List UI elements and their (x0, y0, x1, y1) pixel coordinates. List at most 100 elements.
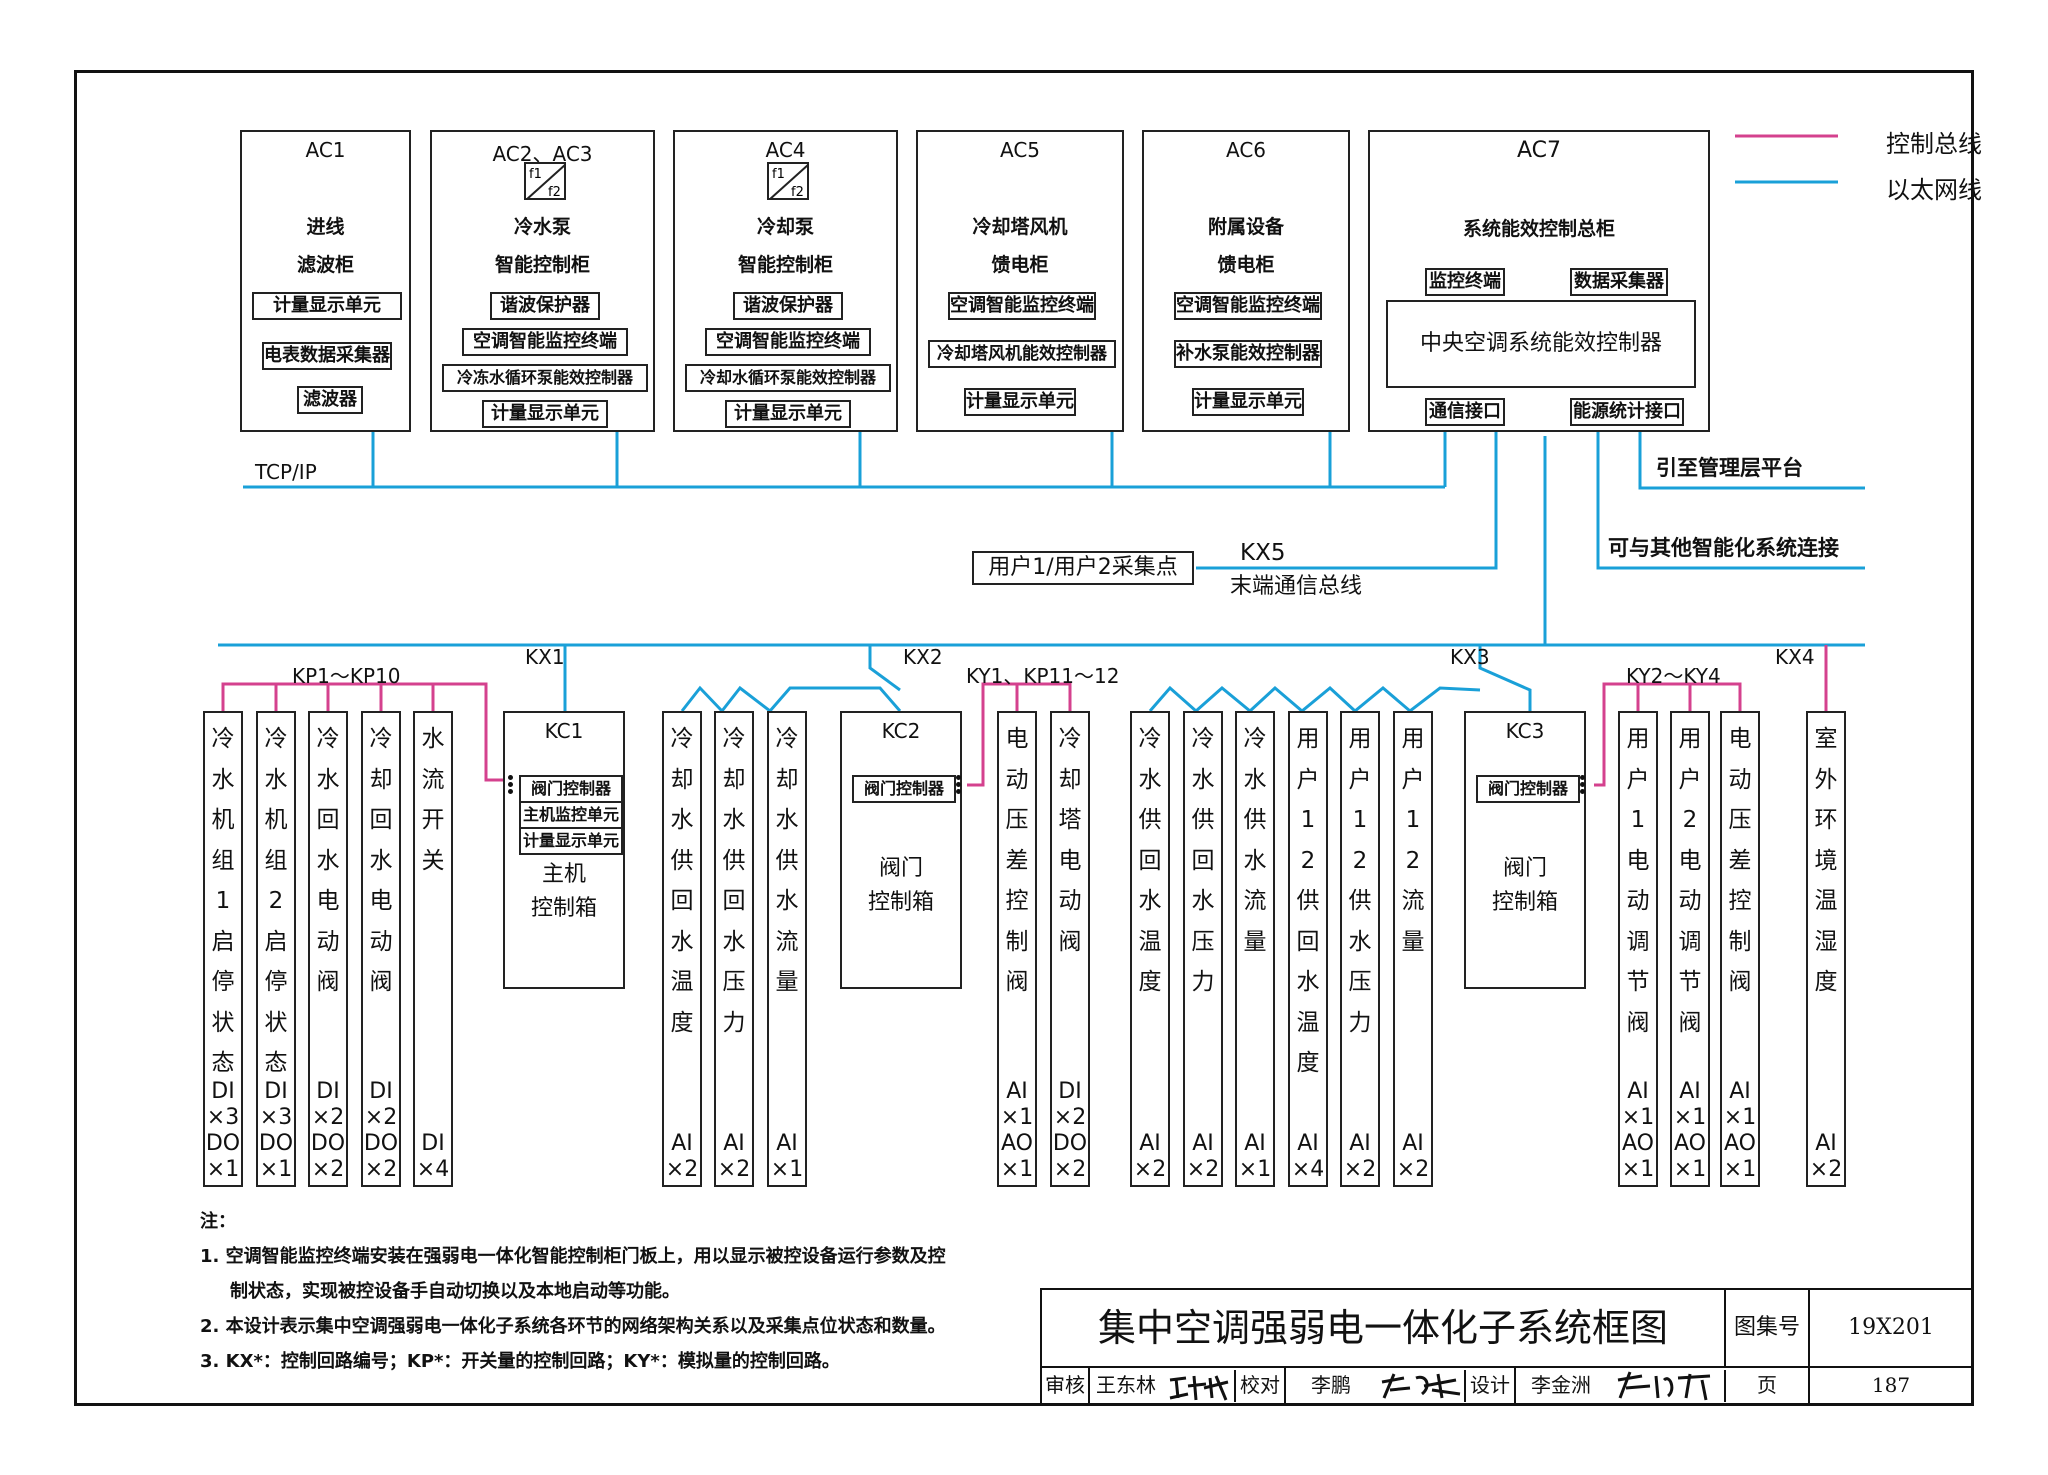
unit: 谐波保护器 (490, 292, 600, 320)
unit: 计量显示单元 (964, 388, 1076, 416)
reviewer-signature (1166, 1370, 1236, 1402)
controller-kc2: KC2 阀门控制器 阀门 控制箱 (840, 711, 962, 989)
unit: 计量显示单元 (252, 292, 402, 320)
unit: 谐波保护器 (733, 292, 843, 320)
point-signal: DI ×2 DO ×2 (1052, 1079, 1088, 1182)
terminal-dots (506, 773, 514, 799)
point-signal: AI ×2 (1396, 1131, 1430, 1182)
loop-ky1: KY1、KP11～12 (966, 664, 1120, 688)
cabinet-title-1: 进线 (306, 216, 345, 238)
svg-text:f2: f2 (548, 185, 561, 200)
cabinet-name: AC1 (305, 138, 346, 162)
check-label: 校对 (1236, 1368, 1286, 1404)
point-dp-valve-2: 电动压差控制阀 AI ×1 AO ×1 (1720, 711, 1760, 1187)
point-signal: AI ×2 (1343, 1131, 1377, 1182)
kx5-collection-point: 用户1/用户2采集点 (972, 551, 1194, 585)
point-signal: DI ×2 DO ×2 (310, 1079, 346, 1182)
unit: 主机监控单元 (519, 801, 623, 829)
point-label: 冷却回水电动阀 (369, 726, 393, 995)
cabinet-title: 系统能效控制总柜 (1462, 218, 1615, 240)
terminal-dots (954, 773, 962, 799)
controller-kc1: KC1 阀门控制器 主机监控单元 计量显示单元 主机 控制箱 (503, 711, 625, 989)
cabinet-title-1: 附属设备 (1207, 216, 1284, 238)
loop-kp1: KP1～KP10 (292, 664, 401, 688)
unit: 冷却塔风机能效控制器 (928, 340, 1116, 368)
cabinet-ac1: AC1 进线 滤波柜 计量显示单元 电表数据采集器 滤波器 (240, 130, 411, 432)
point-label: 冷水供回水压力 (1191, 726, 1215, 995)
unit: 空调智能监控终端 (1174, 292, 1322, 320)
other-link-label: 可与其他智能化系统连接 (1608, 536, 1839, 560)
unit: 阀门控制器 (1476, 775, 1580, 803)
point-cooling-return-valve: 冷却回水电动阀 DI ×2 DO ×2 (361, 711, 401, 1187)
controller-kc3: KC3 阀门控制器 阀门 控制箱 (1464, 711, 1586, 989)
reviewer-name: 王东林 (1096, 1373, 1156, 1397)
unit: 冷冻水循环泵能效控制器 (442, 364, 648, 392)
title-block: 集中空调强弱电一体化子系统框图 图集号 19X201 审核 王东林 校对 李鹏 … (1040, 1288, 1974, 1406)
cabinet-name: AC6 (1225, 138, 1267, 162)
point-label: 用户12供水压力 (1348, 726, 1372, 1036)
point-label: 冷水机组2启停状态 (264, 726, 288, 1076)
point-signal: DI ×2 DO ×2 (363, 1079, 399, 1182)
review-label: 审核 (1042, 1368, 1090, 1404)
cabinet-title-2: 馈电柜 (991, 254, 1049, 276)
unit: 计量显示单元 (725, 400, 851, 428)
point-chiller2-status: 冷水机组2启停状态 DI ×3 DO ×1 (256, 711, 296, 1187)
point-label: 冷水供水流量 (1243, 726, 1267, 955)
point-label: 电动压差控制阀 (1728, 726, 1752, 995)
legend-control-label: 控制总线 (1886, 130, 1982, 158)
point-signal: AI ×4 (1291, 1131, 1325, 1182)
point-signal: DI ×3 DO ×1 (258, 1079, 294, 1182)
point-signal: AI ×1 AO ×1 (1723, 1079, 1757, 1182)
point-label: 冷却水供水流量 (775, 726, 799, 995)
point-label: 用户2电动调节阀 (1678, 726, 1702, 1036)
page-number: 187 (1871, 1373, 1911, 1397)
unit: 滤波器 (297, 386, 363, 414)
cabinet-title-2: 智能控制柜 (737, 254, 833, 276)
cabinet-ac6: AC6 附属设备 馈电柜 空调智能监控终端 补水泵能效控制器 计量显示单元 (1142, 130, 1350, 432)
designer-name: 李金洲 (1531, 1373, 1591, 1397)
cabinet-title-2: 智能控制柜 (494, 254, 590, 276)
point-cw-flow: 冷却水供水流量 AI ×1 (767, 711, 807, 1187)
cabinet-title-1: 冷却塔风机 (972, 216, 1068, 238)
ky2-bus (1594, 682, 1742, 787)
point-signal: AI ×2 (1809, 1131, 1843, 1182)
point-signal: AI ×1 (770, 1131, 804, 1182)
design-label: 设计 (1466, 1368, 1516, 1404)
checker-name: 李鹏 (1311, 1373, 1351, 1397)
ac7-main-controller: 中央空调系统能效控制器 (1386, 300, 1696, 388)
note-1a: 1. 空调智能监控终端安装在强弱电一体化智能控制柜门板上，用以显示被控设备运行参… (200, 1246, 946, 1267)
checker-signature (1376, 1370, 1466, 1402)
controller-name: KC3 (1505, 719, 1545, 743)
point-label: 电动压差控制阀 (1005, 726, 1029, 995)
mgmt-link (1638, 432, 1865, 490)
unit: 补水泵能效控制器 (1174, 340, 1322, 368)
note-2: 2. 本设计表示集中空调强弱电一体化子系统各环节的网络架构关系以及采集点位状态和… (200, 1316, 946, 1337)
svg-text:f2: f2 (791, 185, 804, 200)
loop-kx3: KX3 (1450, 645, 1490, 669)
controller-name: KC2 (881, 719, 921, 743)
cabinet-title-1: 冷却泵 (756, 216, 814, 238)
unit: 空调智能监控终端 (948, 292, 1096, 320)
unit: 计量显示单元 (1192, 388, 1304, 416)
controller-title-2: 控制箱 (530, 896, 597, 921)
unit: 通信接口 (1425, 398, 1505, 426)
unit: 阀门控制器 (852, 775, 956, 803)
other-system-link (1596, 432, 1865, 570)
unit: 计量显示单元 (482, 400, 608, 428)
controller-title-2: 控制箱 (867, 890, 934, 915)
cabinet-title-2: 滤波柜 (296, 254, 354, 276)
point-signal: AI ×2 (665, 1131, 699, 1182)
kx5-label: 末端通信总线 (1230, 574, 1363, 599)
point-label: 用户12流量 (1401, 726, 1425, 955)
kx5-code: KX5 (1240, 540, 1286, 566)
drawing-frame (74, 70, 1974, 1406)
note-1b: 制状态，实现被控设备手自动切换以及本地启动等功能。 (230, 1281, 680, 1302)
